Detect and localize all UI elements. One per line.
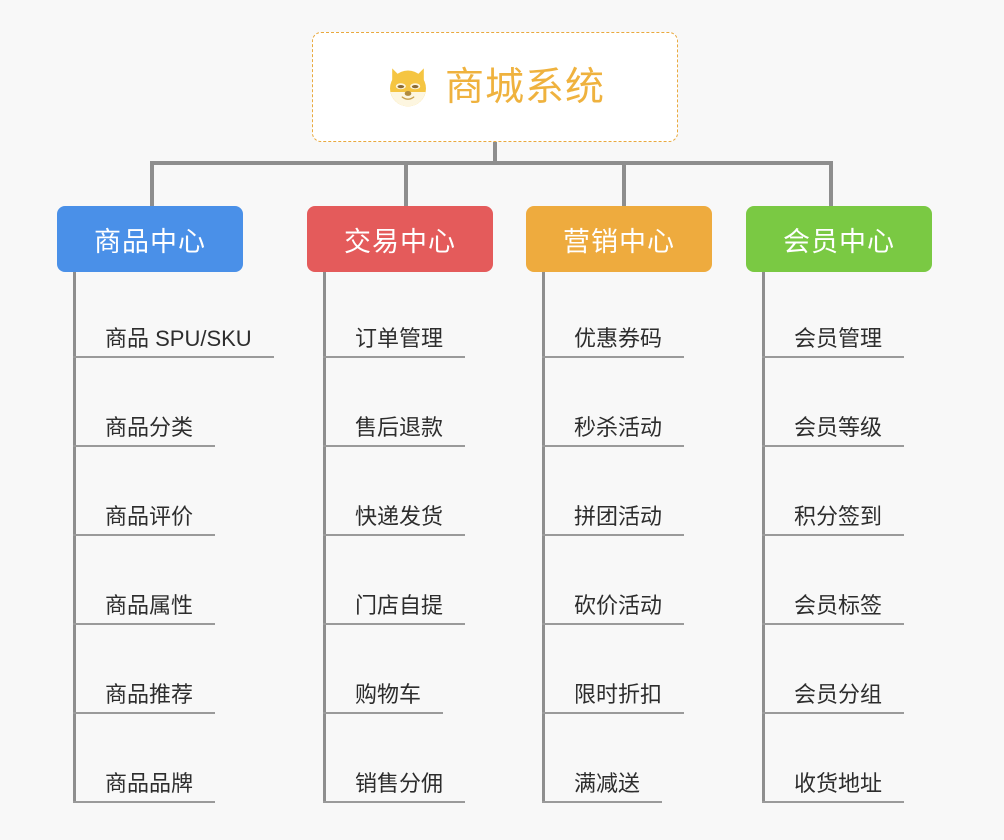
connector-drop-member-center <box>829 161 833 209</box>
category-label: 商品中心 <box>94 226 206 257</box>
leaf-item[interactable]: 售后退款 <box>323 403 466 447</box>
root-node[interactable]: 商城系统 <box>312 32 678 142</box>
leaf-label: 售后退款 <box>355 415 444 440</box>
leaf-item[interactable]: 拼团活动 <box>542 492 685 536</box>
leaf-item[interactable]: 砍价活动 <box>542 581 685 625</box>
leaf-label: 拼团活动 <box>574 504 663 529</box>
connector-root-stem <box>493 142 497 163</box>
leaf-item[interactable]: 销售分佣 <box>323 759 466 803</box>
branch-spine-marketing-center <box>542 272 545 803</box>
category-label: 营销中心 <box>563 226 675 257</box>
leaf-label: 商品 SPU/SKU <box>105 326 252 351</box>
category-box-trade-center[interactable]: 交易中心 <box>307 206 493 272</box>
leaf-item[interactable]: 门店自提 <box>323 581 466 625</box>
leaf-label: 门店自提 <box>355 593 444 618</box>
branch-column-member-center: 会员中心会员管理会员等级积分签到会员标签会员分组收货地址 <box>746 206 932 803</box>
leaf-item[interactable]: 商品分类 <box>73 403 216 447</box>
leaf-item[interactable]: 优惠券码 <box>542 314 685 358</box>
leaf-label: 商品分类 <box>105 415 194 440</box>
leaf-item[interactable]: 订单管理 <box>323 314 466 358</box>
leaf-label: 商品推荐 <box>105 682 194 707</box>
connector-drop-marketing-center <box>622 161 626 209</box>
leaf-label: 商品属性 <box>105 593 194 618</box>
leaf-item[interactable]: 积分签到 <box>762 492 905 536</box>
leaf-item[interactable]: 限时折扣 <box>542 670 685 714</box>
category-box-member-center[interactable]: 会员中心 <box>746 206 932 272</box>
leaf-label: 销售分佣 <box>355 771 444 796</box>
leaf-item[interactable]: 商品 SPU/SKU <box>73 314 274 358</box>
leaf-label: 商品品牌 <box>105 771 194 796</box>
category-label: 交易中心 <box>344 226 456 257</box>
leaf-item[interactable]: 购物车 <box>323 670 444 714</box>
branch-spine-member-center <box>762 272 765 803</box>
leaf-item[interactable]: 满减送 <box>542 759 663 803</box>
leaf-label: 满减送 <box>574 771 641 796</box>
leaf-label: 限时折扣 <box>574 682 663 707</box>
leaf-label: 会员分组 <box>794 682 883 707</box>
leaf-item[interactable]: 会员分组 <box>762 670 905 714</box>
branch-column-marketing-center: 营销中心优惠券码秒杀活动拼团活动砍价活动限时折扣满减送 <box>526 206 712 803</box>
leaf-item[interactable]: 会员标签 <box>762 581 905 625</box>
category-box-marketing-center[interactable]: 营销中心 <box>526 206 712 272</box>
category-label: 会员中心 <box>783 226 895 257</box>
leaf-label: 砍价活动 <box>574 593 663 618</box>
leaf-item[interactable]: 会员等级 <box>762 403 905 447</box>
leaf-label: 订单管理 <box>355 326 444 351</box>
connector-drop-product-center <box>150 161 154 209</box>
leaf-label: 优惠券码 <box>574 326 663 351</box>
leaf-label: 秒杀活动 <box>574 415 663 440</box>
branch-spine-product-center <box>73 272 76 803</box>
branch-column-product-center: 商品中心商品 SPU/SKU 商品分类商品评价商品属性商品推荐商品品牌 <box>57 206 274 803</box>
leaf-label: 购物车 <box>355 682 422 707</box>
leaf-label: 快递发货 <box>355 504 444 529</box>
leaf-label: 商品评价 <box>105 504 194 529</box>
category-box-product-center[interactable]: 商品中心 <box>57 206 243 272</box>
leaf-item[interactable]: 商品评价 <box>73 492 216 536</box>
branch-spine-trade-center <box>323 272 326 803</box>
leaf-label: 会员管理 <box>794 326 883 351</box>
leaf-label: 收货地址 <box>794 771 883 796</box>
branch-column-trade-center: 交易中心订单管理售后退款快递发货门店自提购物车销售分佣 <box>307 206 493 803</box>
dog-face-icon <box>385 64 431 110</box>
leaf-label: 会员标签 <box>794 593 883 618</box>
leaf-item[interactable]: 商品推荐 <box>73 670 216 714</box>
connector-drop-trade-center <box>404 161 408 209</box>
leaf-label: 积分签到 <box>794 504 883 529</box>
leaf-item[interactable]: 秒杀活动 <box>542 403 685 447</box>
leaf-item[interactable]: 收货地址 <box>762 759 905 803</box>
leaf-item[interactable]: 商品属性 <box>73 581 216 625</box>
leaf-item[interactable]: 会员管理 <box>762 314 905 358</box>
root-title: 商城系统 <box>444 65 605 109</box>
connector-horizontal-bus <box>150 161 833 165</box>
leaf-item[interactable]: 商品品牌 <box>73 759 216 803</box>
leaf-label: 会员等级 <box>794 415 883 440</box>
leaf-item[interactable]: 快递发货 <box>323 492 466 536</box>
